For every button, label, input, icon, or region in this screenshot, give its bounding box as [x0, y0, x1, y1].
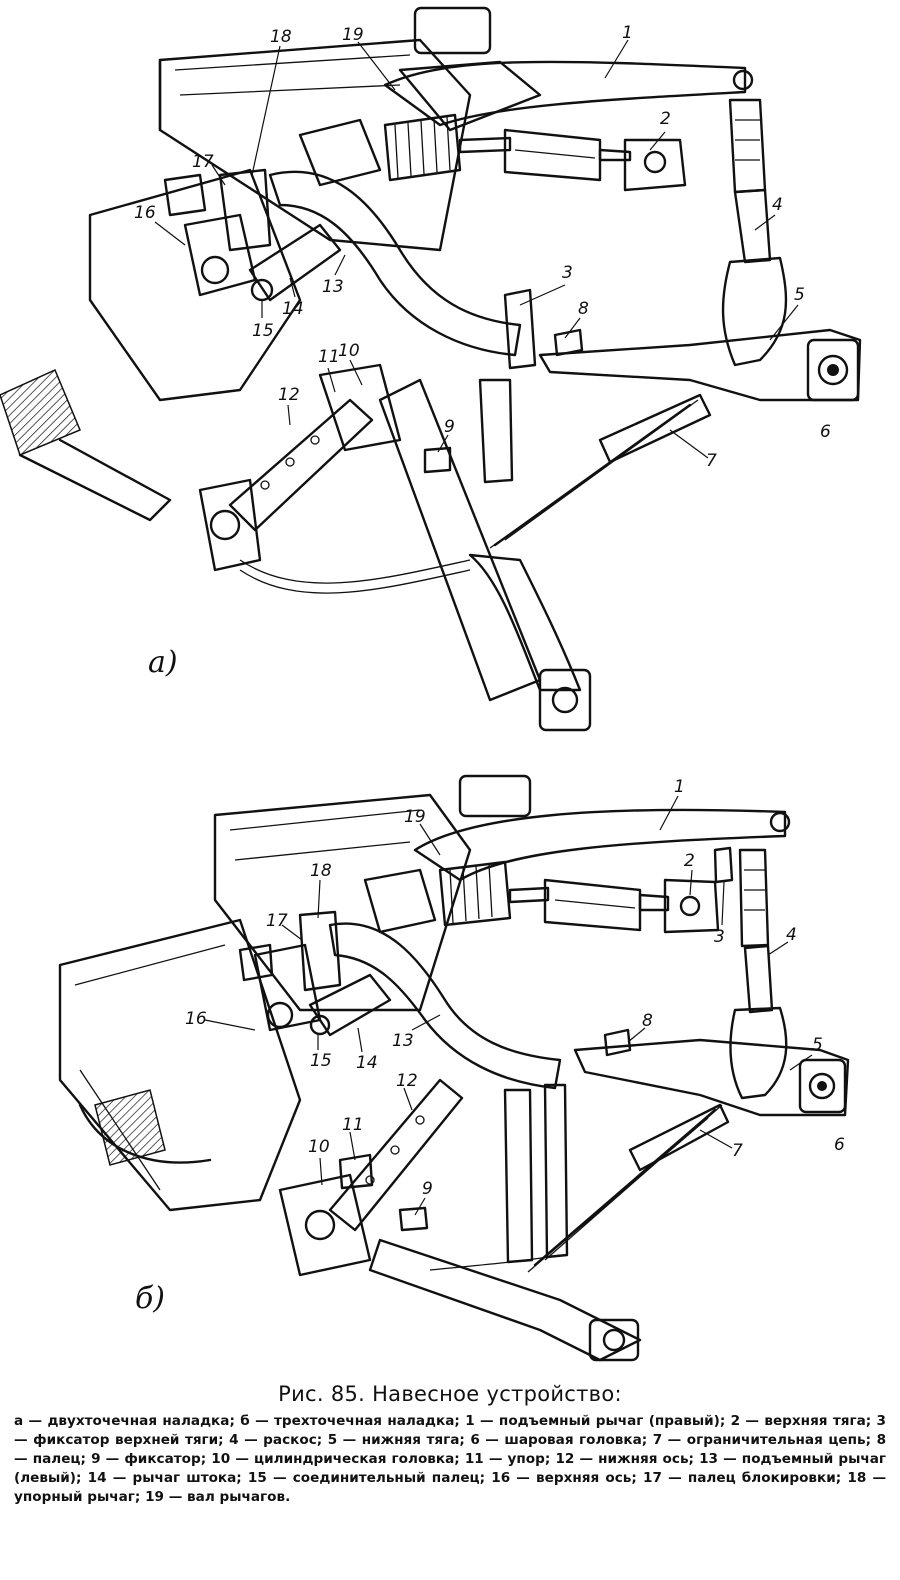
label-a-4: 4	[772, 195, 783, 215]
label-a-2: 2	[660, 109, 671, 129]
label-a-13: 13	[322, 277, 344, 297]
label-a-18: 18	[270, 27, 292, 47]
legend-entry: 1 — подъемный рычаг (правый);	[465, 1413, 726, 1429]
label-a-1: 1	[622, 23, 633, 43]
legend-entry: 17 — палец блокировки;	[643, 1470, 842, 1486]
label-b-9: 9	[422, 1179, 433, 1199]
legend-entry: 13 — подъемный рычаг (левый);	[14, 1451, 887, 1486]
label-a-10: 10	[338, 341, 360, 361]
caption-title: Рис. 85. Навесное устройство:	[278, 1382, 622, 1406]
label-a-16: 16	[134, 203, 156, 223]
label-b-12: 12	[396, 1071, 418, 1091]
view-b-drawing	[58, 774, 850, 1362]
legend-entry: 15 — соединительный палец;	[247, 1470, 486, 1486]
label-a-15: 15	[252, 321, 274, 341]
legend-entry: а — двухточечная наладка;	[14, 1413, 235, 1429]
label-a-5: 5	[794, 285, 805, 305]
view-b-label: б)	[135, 1281, 165, 1316]
legend-entry: 12 — нижняя ось;	[555, 1451, 694, 1467]
label-b-3: 3	[714, 927, 725, 947]
label-a-19: 19	[342, 25, 364, 45]
label-a-12: 12	[278, 385, 300, 405]
label-b-7: 7	[732, 1141, 743, 1161]
label-a-14: 14	[282, 299, 304, 319]
label-b-6: 6	[834, 1135, 845, 1155]
label-a-6: 6	[820, 422, 831, 442]
legend-entry: 6 — шаровая головка;	[470, 1432, 648, 1448]
label-b-14: 14	[356, 1053, 378, 1073]
legend-entry: 4 — раскос;	[229, 1432, 323, 1448]
legend-entry: 2 — верхняя тяга;	[730, 1413, 872, 1429]
legend-entry: 9 — фиксатор;	[91, 1451, 207, 1467]
legend-entry: 11 — упор;	[464, 1451, 551, 1467]
label-b-18: 18	[310, 861, 332, 881]
label-b-16: 16	[185, 1009, 207, 1029]
label-b-17: 17	[266, 911, 288, 931]
label-a-9: 9	[444, 417, 455, 437]
label-a-3: 3	[562, 263, 573, 283]
view-a-labels: 1 2 3 4 5 6 7 8 9 10 11 12 13 14 15 16 1…	[134, 23, 831, 680]
label-a-11: 11	[318, 347, 340, 367]
label-b-13: 13	[392, 1031, 414, 1051]
hitch-figure: 1 2 3 4 5 6 7 8 9 10 11 12 13 14 15 16 1…	[0, 6, 862, 1362]
figure-caption: Рис. 85. Навесное устройство: а — двухто…	[0, 1382, 900, 1507]
legend-entry: 14 — рычаг штока;	[87, 1470, 242, 1486]
label-b-2: 2	[684, 851, 695, 871]
label-a-7: 7	[706, 451, 717, 471]
view-a-drawing	[0, 6, 862, 732]
label-b-4: 4	[786, 925, 797, 945]
label-b-1: 1	[674, 777, 685, 797]
legend-entry: 16 — верхняя ось;	[491, 1470, 637, 1486]
label-b-15: 15	[310, 1051, 332, 1071]
label-b-19: 19	[404, 807, 426, 827]
view-a-label: а)	[148, 645, 178, 680]
legend-entry: 10 — цилиндрическая головка;	[211, 1451, 460, 1467]
legend-entry: 5 — нижняя тяга;	[327, 1432, 465, 1448]
legend-entry: б — трехточечная наладка;	[240, 1413, 460, 1429]
label-b-10: 10	[308, 1137, 330, 1157]
legend-entry: 7 — ограничительная цепь;	[652, 1432, 872, 1448]
label-a-8: 8	[578, 299, 589, 319]
legend-entry: 19 — вал рычагов.	[145, 1489, 291, 1505]
label-b-5: 5	[812, 1035, 823, 1055]
legend-entry: 8 — палец;	[14, 1432, 887, 1467]
legend-entry: 18 — упорный рычаг;	[14, 1470, 887, 1505]
caption-legend: а — двухточечная наладка; б — трехточечн…	[14, 1412, 886, 1507]
legend-entry: 3 — фиксатор верхней тяги;	[14, 1413, 886, 1448]
label-b-8: 8	[642, 1011, 653, 1031]
label-a-17: 17	[192, 152, 214, 172]
label-b-11: 11	[342, 1115, 364, 1135]
view-b-labels: 1 2 3 4 5 6 7 8 9 10 11 12 13 14 15 16 1…	[135, 777, 845, 1316]
